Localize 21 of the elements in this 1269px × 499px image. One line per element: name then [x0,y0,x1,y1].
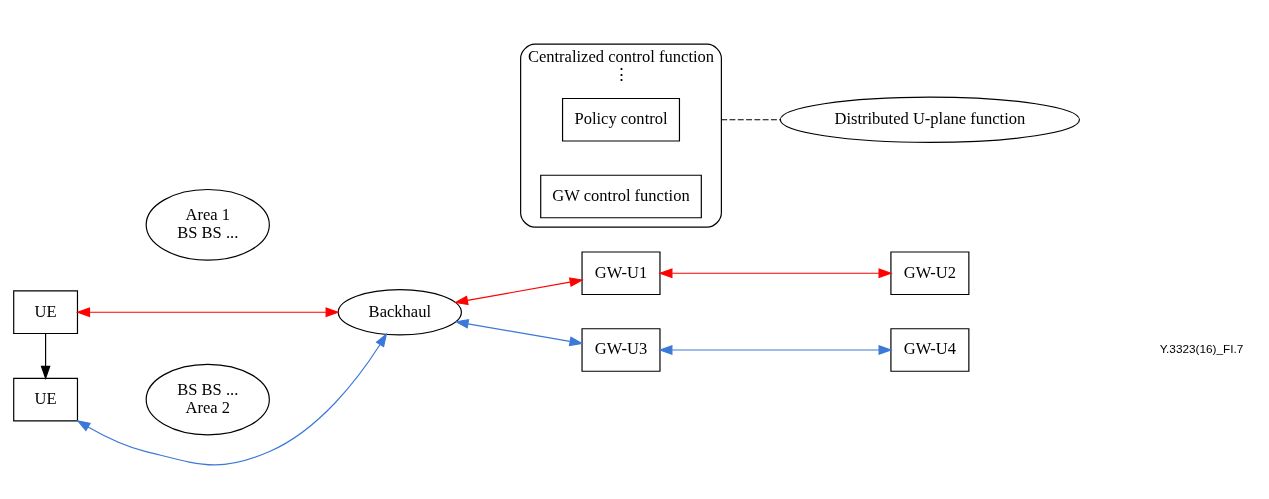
node-ellipse: Backhaul [337,288,462,335]
node-box: GW-U2 [890,250,970,295]
node-ellipse: Distributed U-plane function [779,96,1080,143]
arrow [658,344,893,355]
arrow [40,332,51,380]
node-box: GW-U3 [581,327,661,372]
node-ellipse: Area 1 BS BS ... [145,188,270,261]
node-ellipse: BS BS ... Area 2 [145,363,270,435]
node-box: GW-U1 [581,250,661,295]
arrow [658,267,893,278]
node-box: GW-U4 [890,327,970,372]
node-box: UE [13,289,79,334]
arrow [76,332,388,465]
node-box: Policy control [561,97,681,142]
connector [720,118,781,120]
arrow [75,306,340,317]
node-box: UE [13,377,79,421]
label: Y.3323(16)_FI.7 [1159,341,1244,356]
arrow [453,276,584,305]
node-box: GW control function [540,174,702,218]
arrow [454,318,584,346]
